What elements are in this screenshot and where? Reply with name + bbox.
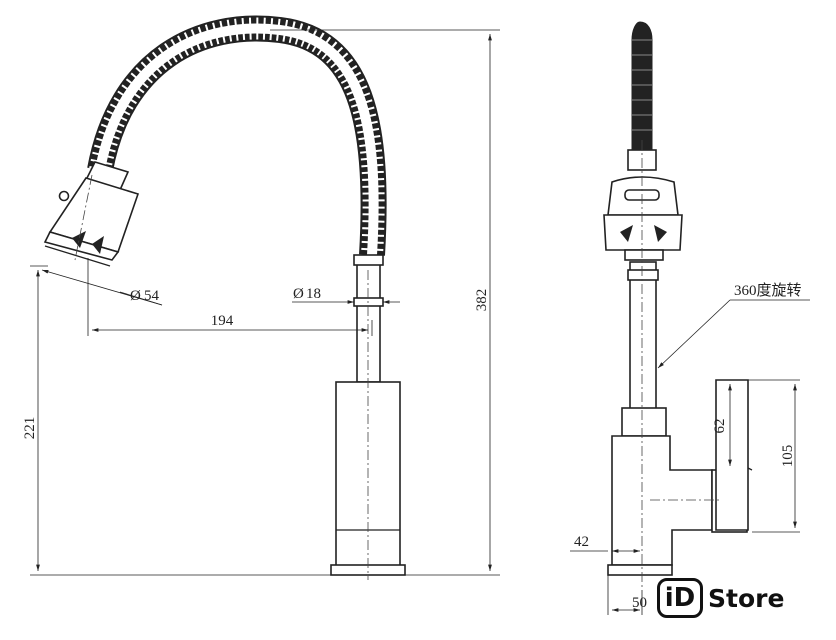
dim-handle-height: 62 xyxy=(712,419,728,434)
dim-head-diameter-symbol: Ø xyxy=(130,288,141,304)
dim-reach: 194 xyxy=(211,313,234,329)
logo-word: Store xyxy=(708,583,785,613)
logo-mark: iD xyxy=(657,578,703,618)
spout-pipe xyxy=(356,256,381,383)
dim-side-offset: 42 xyxy=(574,534,589,550)
dim-height-total: 382 xyxy=(474,289,490,312)
flexible-hose-outer xyxy=(87,15,387,256)
dim-base-width: 50 xyxy=(632,595,647,611)
side-view: 105 62 42 50 360度旋转 xyxy=(570,21,810,615)
dim-head-diameter: 54 xyxy=(144,288,160,304)
idstore-logo: iD Store xyxy=(657,578,784,618)
dim-body-height: 105 xyxy=(780,445,796,468)
rotation-note: 360度旋转 xyxy=(734,282,802,299)
dim-pipe-diameter-symbol: Ø xyxy=(293,286,304,302)
spray-head xyxy=(43,161,140,267)
dim-height-base: 221 xyxy=(22,417,38,440)
dim-pipe-diameter: 18 xyxy=(306,286,321,302)
front-view: 382 221 194 Ø 18 Ø 54 xyxy=(22,15,500,580)
